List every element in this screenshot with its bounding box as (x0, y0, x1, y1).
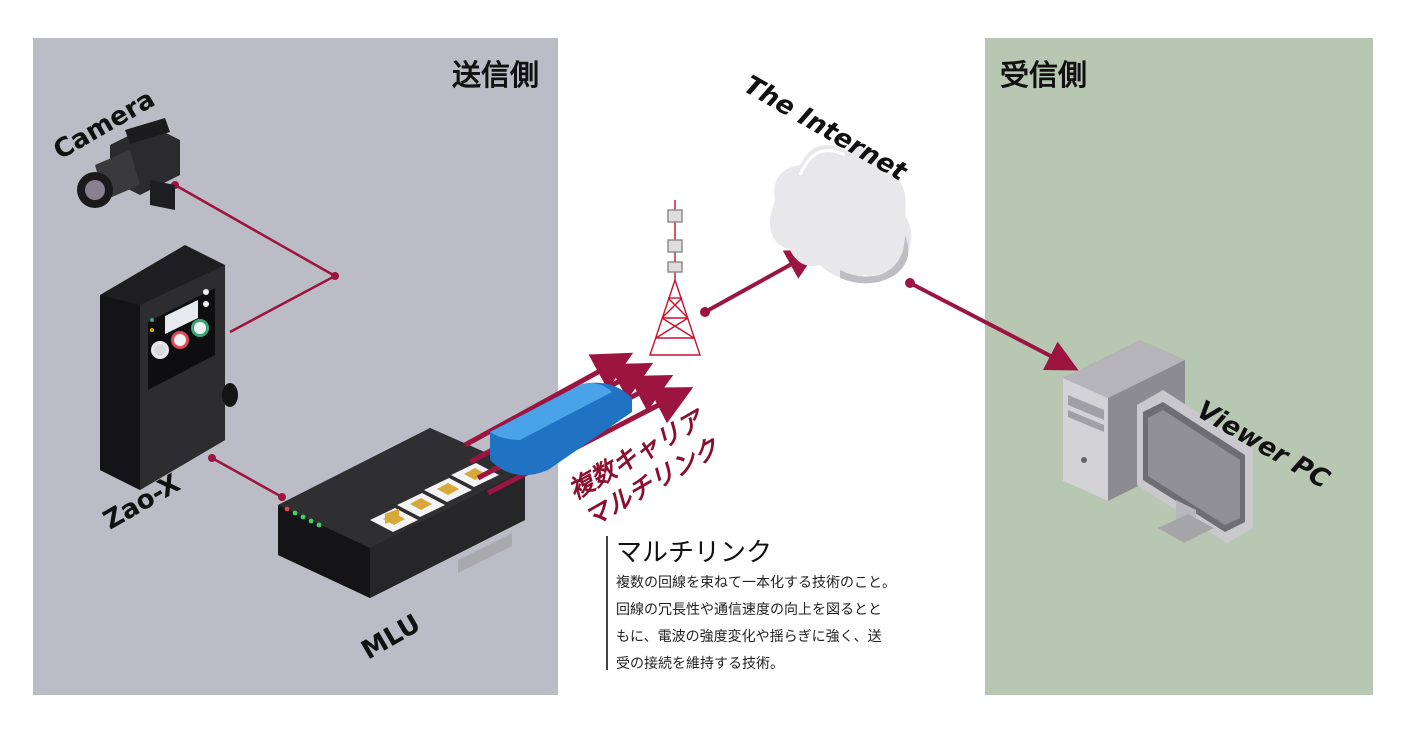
note-line: もに、電波の強度変化や揺らぎに強く、送 (616, 629, 882, 645)
mlu-device-icon (278, 428, 525, 598)
note-line: 回線の冗長性や通信速度の向上を図るとと (616, 602, 882, 618)
multilink-tube-icon (490, 382, 632, 476)
cloud-icon (770, 145, 912, 284)
camera-icon (77, 118, 180, 210)
viewer-pc-icon (1063, 340, 1253, 543)
multilink-note: マルチリンク 複数の回線を束ねて一本化する技術のこと。 回線の冗長性や通信速度の… (606, 536, 976, 672)
mlu-label: MLU (357, 609, 426, 666)
note-title: マルチリンク (616, 538, 773, 568)
zao-x-device-icon (100, 245, 238, 490)
note-line: 受の接続を維持する技術。 (616, 656, 784, 672)
note-line: 複数の回線を束ねて一本化する技術のこと。 (616, 575, 896, 591)
sender-title: 送信側 (452, 58, 540, 92)
cell-tower-icon (649, 200, 701, 356)
receiver-title: 受信側 (1000, 58, 1088, 92)
